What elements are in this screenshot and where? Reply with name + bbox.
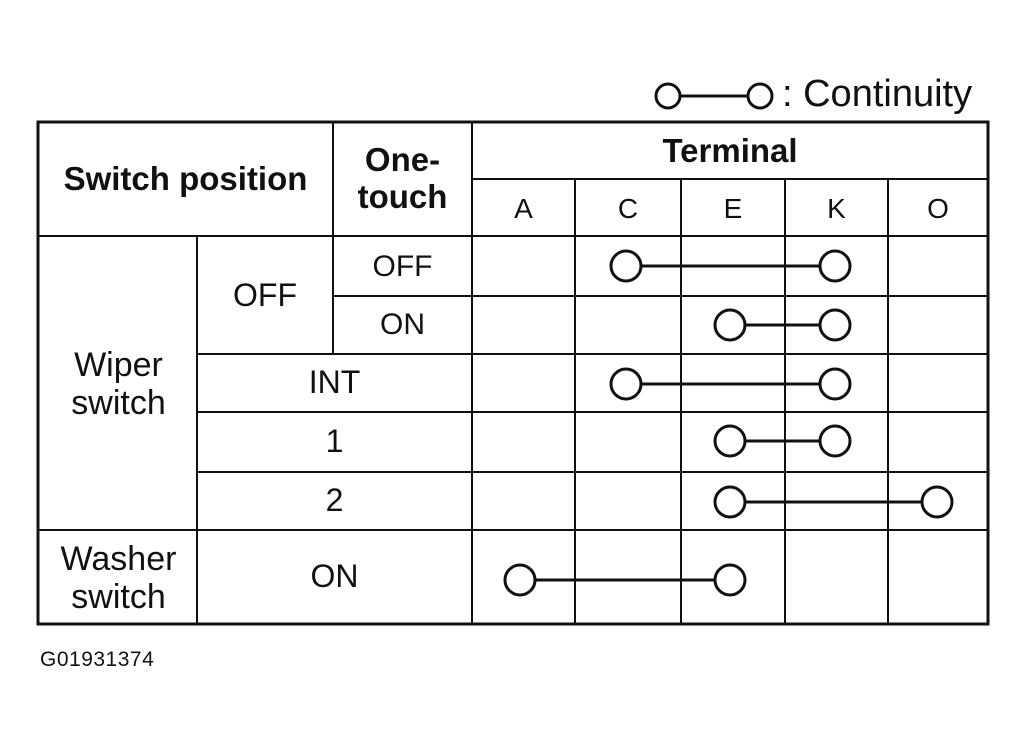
continuity-legend: : Continuity bbox=[652, 70, 997, 120]
continuity-link bbox=[713, 424, 852, 458]
continuity-end-terminal bbox=[818, 249, 852, 283]
one-touch-off-label: OFF bbox=[372, 250, 433, 284]
speed-1-label: 1 bbox=[325, 423, 344, 460]
wiper-off-label: OFF bbox=[233, 277, 297, 314]
wiper-switch-label: Wiper switch bbox=[71, 345, 166, 422]
terminal-e-header: E bbox=[723, 192, 743, 224]
continuity-link bbox=[713, 308, 852, 342]
terminal-o-header: O bbox=[927, 192, 949, 224]
continuity-end-terminal bbox=[818, 367, 852, 401]
continuity-start-terminal bbox=[609, 249, 643, 283]
continuity-link bbox=[713, 485, 954, 519]
continuity-end-terminal bbox=[818, 308, 852, 342]
one-touch-on-label: ON bbox=[380, 308, 425, 342]
switch-position-header: Switch position bbox=[63, 159, 308, 197]
terminal-c-header: C bbox=[617, 192, 639, 224]
continuity-start-terminal bbox=[609, 367, 643, 401]
continuity-symbol-icon bbox=[654, 82, 774, 110]
washer-on-label: ON bbox=[310, 558, 359, 595]
continuity-link bbox=[609, 249, 852, 283]
washer-switch-label: Washer switch bbox=[60, 539, 177, 616]
int-label: INT bbox=[308, 364, 361, 401]
one-touch-header: One- touch bbox=[357, 141, 448, 215]
continuity-link bbox=[609, 367, 852, 401]
terminal-header: Terminal bbox=[662, 132, 798, 170]
continuity-end-terminal bbox=[713, 563, 747, 597]
continuity-start-terminal bbox=[713, 308, 747, 342]
continuity-start-terminal bbox=[713, 485, 747, 519]
continuity-link bbox=[503, 563, 747, 597]
terminal-k-header: K bbox=[827, 192, 846, 224]
figure-code: G01931374 bbox=[40, 648, 155, 671]
speed-2-label: 2 bbox=[325, 482, 344, 519]
continuity-end-terminal bbox=[920, 485, 954, 519]
continuity-end-terminal bbox=[818, 424, 852, 458]
continuity-start-terminal bbox=[713, 424, 747, 458]
terminal-a-header: A bbox=[514, 192, 533, 224]
legend-label: : Continuity bbox=[782, 73, 973, 115]
continuity-start-terminal bbox=[503, 563, 537, 597]
